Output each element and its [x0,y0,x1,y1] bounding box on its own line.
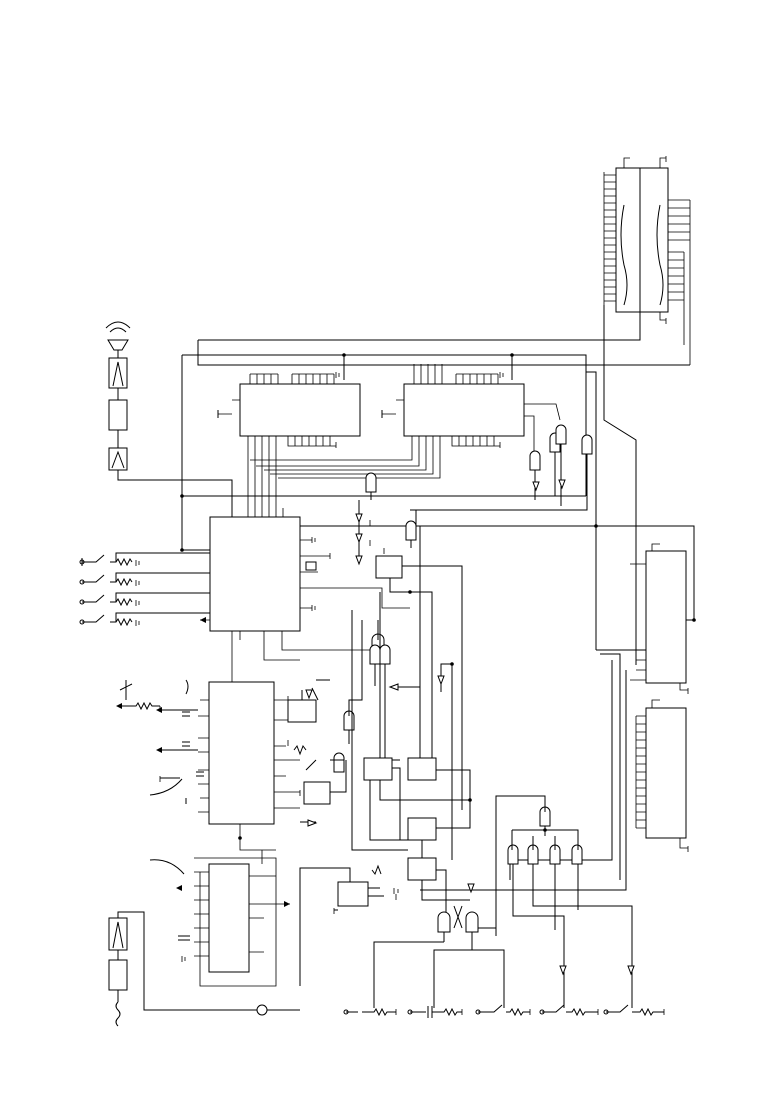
resistor-icon [118,679,204,796]
ic-chip-icon [287,679,347,827]
ic-chip-icon [299,864,384,986]
ic-chip-icon [218,373,361,508]
antenna-coil-icon [108,911,300,1027]
junction-dots [180,353,696,840]
ic-chip-icon [200,508,410,682]
switch-icon [343,1004,664,1018]
and-gate-icon [410,424,593,511]
switch-icon [79,552,210,627]
and-gate-icon [373,905,505,1008]
ic-chip-icon [149,838,290,987]
display-module [603,157,691,365]
and-gate-icon [333,620,453,860]
ic-chip-icon [198,681,300,838]
and-gate-icon [467,795,635,1008]
speaker-icon [105,321,233,517]
ic-chip-icon [351,592,471,922]
ic-chip-icon [420,543,688,891]
bus-wires [181,168,695,665]
terminal-icon [81,410,383,907]
ic-chip-icon [250,364,561,479]
buffer-icon [355,472,463,810]
